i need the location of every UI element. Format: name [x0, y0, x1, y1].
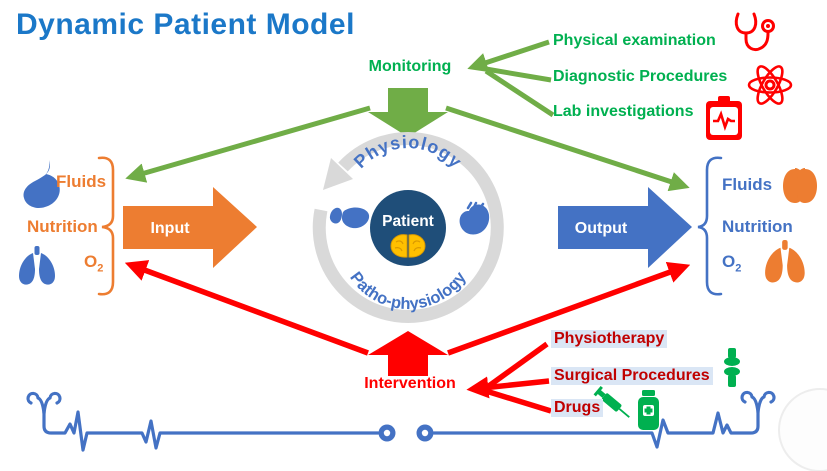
input-bracket [97, 156, 115, 296]
intervention-item-surgical: Surgical Procedures [551, 367, 713, 385]
page-title: Dynamic Patient Model [16, 8, 355, 41]
intervention-connectors [124, 260, 691, 414]
intervention-label: Intervention [364, 375, 456, 392]
ekg-dot-right [416, 424, 434, 442]
medicine-bottle-icon [638, 390, 659, 430]
joint-icon [724, 348, 740, 387]
intervention-to-output-arrow [447, 261, 691, 356]
syringe-icon [593, 386, 630, 418]
intervention-item-physiotherapy: Physiotherapy [551, 330, 668, 348]
monitoring-item-physical-exam: Physical examination [553, 32, 716, 49]
output-arrow-label: Output [575, 220, 628, 237]
input-o2-label: O2 [84, 252, 104, 275]
output-fluids-label: Fluids [722, 175, 773, 194]
ekg-left-segment [42, 409, 380, 452]
cycle-ring [312, 132, 504, 324]
physical-exam-arrow [467, 39, 550, 73]
lab-arrow [484, 68, 555, 118]
input-nutrition-label: Nutrition [27, 217, 98, 236]
stethoscope-icon [734, 12, 775, 52]
drugs-arrow [485, 388, 552, 414]
liver-icon [329, 207, 370, 229]
intervention-up-arrow [368, 331, 448, 376]
input-arrow-label: Input [150, 220, 190, 237]
monitoring-item-diagnostic: Diagnostic Procedures [553, 68, 728, 85]
corner-circle-decoration [778, 388, 827, 471]
stethoscope-tips-icon [42, 391, 62, 415]
heartbeat-line [26, 390, 776, 452]
stethoscope-tips-icon [26, 391, 46, 415]
cycle-ring-arrowhead [323, 158, 353, 190]
surgical-arrow [466, 376, 550, 399]
ekg-dot-left [378, 424, 396, 442]
monitoring-connectors [125, 39, 690, 192]
intervention-to-input-arrow [124, 260, 369, 356]
monitor-to-output-arrow [445, 105, 690, 192]
ekg-right-segment [432, 410, 760, 449]
output-o2-label: O2 [722, 252, 742, 275]
monitoring-label: Monitoring [368, 58, 452, 75]
stomach-icon [23, 160, 60, 208]
heart-icon [459, 201, 490, 235]
input-arrow [123, 187, 257, 268]
monitoring-down-arrow [368, 88, 448, 137]
monitor-to-input-arrow [125, 105, 371, 183]
lab-clipboard-icon [706, 96, 742, 140]
diagnostic-arrow [485, 66, 552, 83]
lungs-icon [765, 240, 805, 283]
atom-icon [747, 65, 793, 105]
patient-label: Patient [382, 213, 434, 230]
intervention-item-drugs: Drugs [551, 399, 604, 417]
monitoring-item-lab: Lab investigations [553, 103, 694, 120]
patient-circle [370, 190, 446, 266]
brain-icon [390, 234, 426, 258]
output-arrow [558, 187, 692, 268]
output-bracket [697, 156, 723, 296]
kidneys-icon [783, 168, 817, 203]
input-fluids-label: Fluids [56, 172, 107, 191]
output-nutrition-label: Nutrition [722, 217, 793, 236]
physiotherapy-arrow [484, 341, 549, 391]
stethoscope-tips-icon [756, 390, 776, 414]
stethoscope-tips-icon [740, 390, 760, 414]
lungs-icon [19, 246, 55, 285]
